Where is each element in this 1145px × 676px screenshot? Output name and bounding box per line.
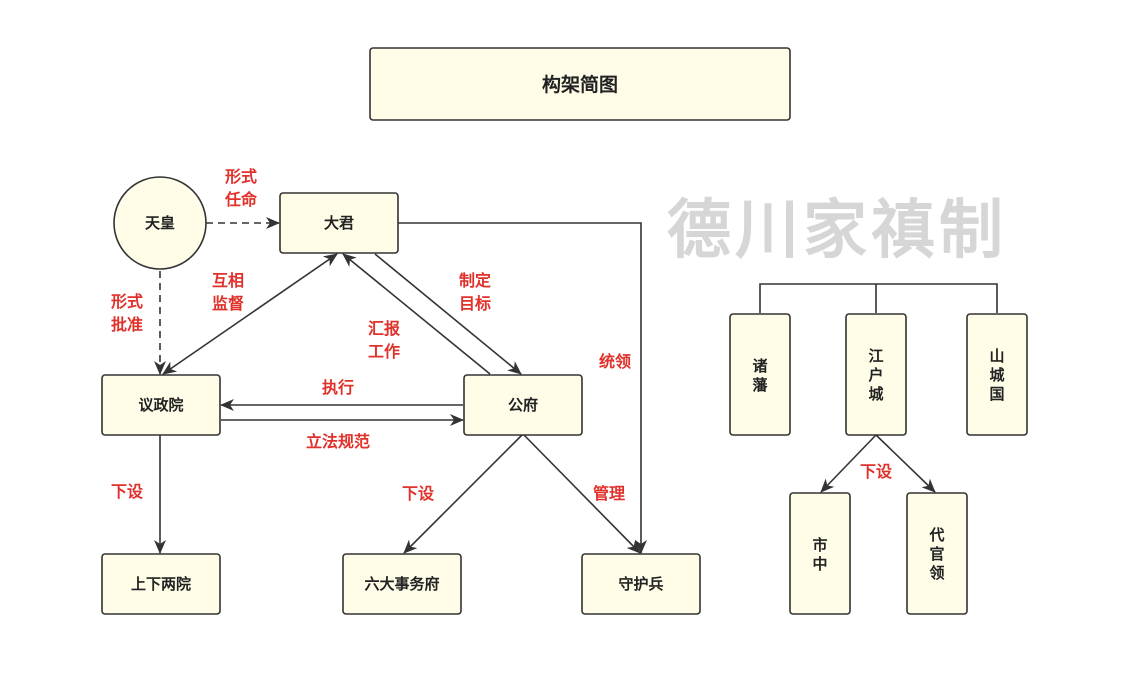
- label-command: 统领: [599, 352, 631, 371]
- label-report-work-1: 汇报: [368, 319, 400, 338]
- node-tenno: 天皇: [113, 176, 207, 270]
- node-daikanryo-char-3: 领: [928, 564, 944, 582]
- label-formal-appoint-1: 形式: [225, 167, 257, 186]
- node-daikanryo-char-1: 代: [928, 526, 944, 544]
- node-edojo-char-2: 户: [868, 366, 883, 384]
- node-shohan-char-1: 诸: [752, 357, 767, 375]
- label-legislate: 立法规范: [306, 432, 370, 451]
- label-formal-appoint-2: 任命: [224, 190, 258, 209]
- label-mutual-supervise-2: 监督: [212, 294, 244, 313]
- edge-edojo-daikanryo: [875, 434, 936, 493]
- node-tenno-label: 天皇: [145, 214, 175, 232]
- edge-kofu-taikun: [342, 253, 491, 375]
- node-daikanryo: 代 官 领: [906, 492, 968, 615]
- node-sanjou: 山 城 国: [966, 313, 1028, 436]
- edge-edojo-shichu: [820, 434, 877, 493]
- node-shichu: 市 中: [789, 492, 851, 615]
- node-taikun-label: 大君: [324, 214, 354, 232]
- edge-kofu-rokudai: [403, 434, 523, 554]
- edge-bracket-top: [759, 283, 998, 313]
- node-taikun: 大君: [279, 192, 399, 254]
- edge-kofu-shugo: [523, 434, 641, 554]
- edge-labels: 形式 任命 形式 批准 互相 监督 汇报 工作 制定 目标 统领 执行 立法规范…: [111, 167, 893, 503]
- node-rokudai-label: 六大事务府: [364, 575, 439, 593]
- node-giseiin: 议政院: [101, 374, 221, 436]
- label-set-goals-1: 制定: [459, 271, 491, 290]
- node-shohan: 诸 藩: [729, 313, 791, 436]
- node-edojo: 江 户 城: [845, 313, 907, 436]
- watermark-text: 德川家禛制: [667, 194, 1007, 268]
- node-sanjou-char-2: 城: [989, 366, 1004, 384]
- edges: [154, 217, 998, 554]
- node-edojo-char-1: 江: [868, 347, 883, 365]
- node-sanjou-char-3: 国: [989, 385, 1004, 403]
- label-subordinate-right: 下设: [860, 462, 893, 481]
- node-shugo: 守护兵: [581, 553, 701, 615]
- label-set-goals-2: 目标: [459, 294, 491, 313]
- node-giseiin-label: 议政院: [138, 396, 183, 414]
- node-sanjou-char-1: 山: [989, 347, 1004, 365]
- label-report-work-2: 工作: [368, 342, 400, 361]
- node-kofu-label: 公府: [508, 396, 538, 414]
- node-rokudai: 六大事务府: [342, 553, 462, 615]
- node-shohan-char-2: 藩: [752, 376, 768, 394]
- node-kofu: 公府: [463, 374, 583, 436]
- label-manage: 管理: [593, 484, 625, 503]
- label-formal-approve-2: 批准: [111, 315, 143, 334]
- label-subordinate-left: 下设: [111, 482, 144, 501]
- page-title: 构架简图: [542, 73, 618, 96]
- node-edojo-char-3: 城: [868, 385, 883, 403]
- edge-taikun-kofu: [374, 253, 522, 375]
- node-jouge: 上下两院: [101, 553, 221, 615]
- label-execute: 执行: [322, 378, 354, 397]
- node-shugo-label: 守护兵: [618, 575, 663, 593]
- node-shichu-char-1: 市: [812, 536, 827, 554]
- title-box: 构架简图: [369, 47, 791, 121]
- node-daikanryo-char-2: 官: [929, 545, 944, 563]
- node-shichu-char-2: 中: [812, 555, 827, 573]
- node-jouge-label: 上下两院: [131, 575, 191, 593]
- edge-taikun-giseiin: [162, 253, 338, 375]
- label-formal-approve-1: 形式: [111, 292, 143, 311]
- edge-taikun-shugo: [398, 222, 647, 554]
- label-mutual-supervise-1: 互相: [212, 271, 244, 290]
- label-subordinate-mid: 下设: [402, 484, 435, 503]
